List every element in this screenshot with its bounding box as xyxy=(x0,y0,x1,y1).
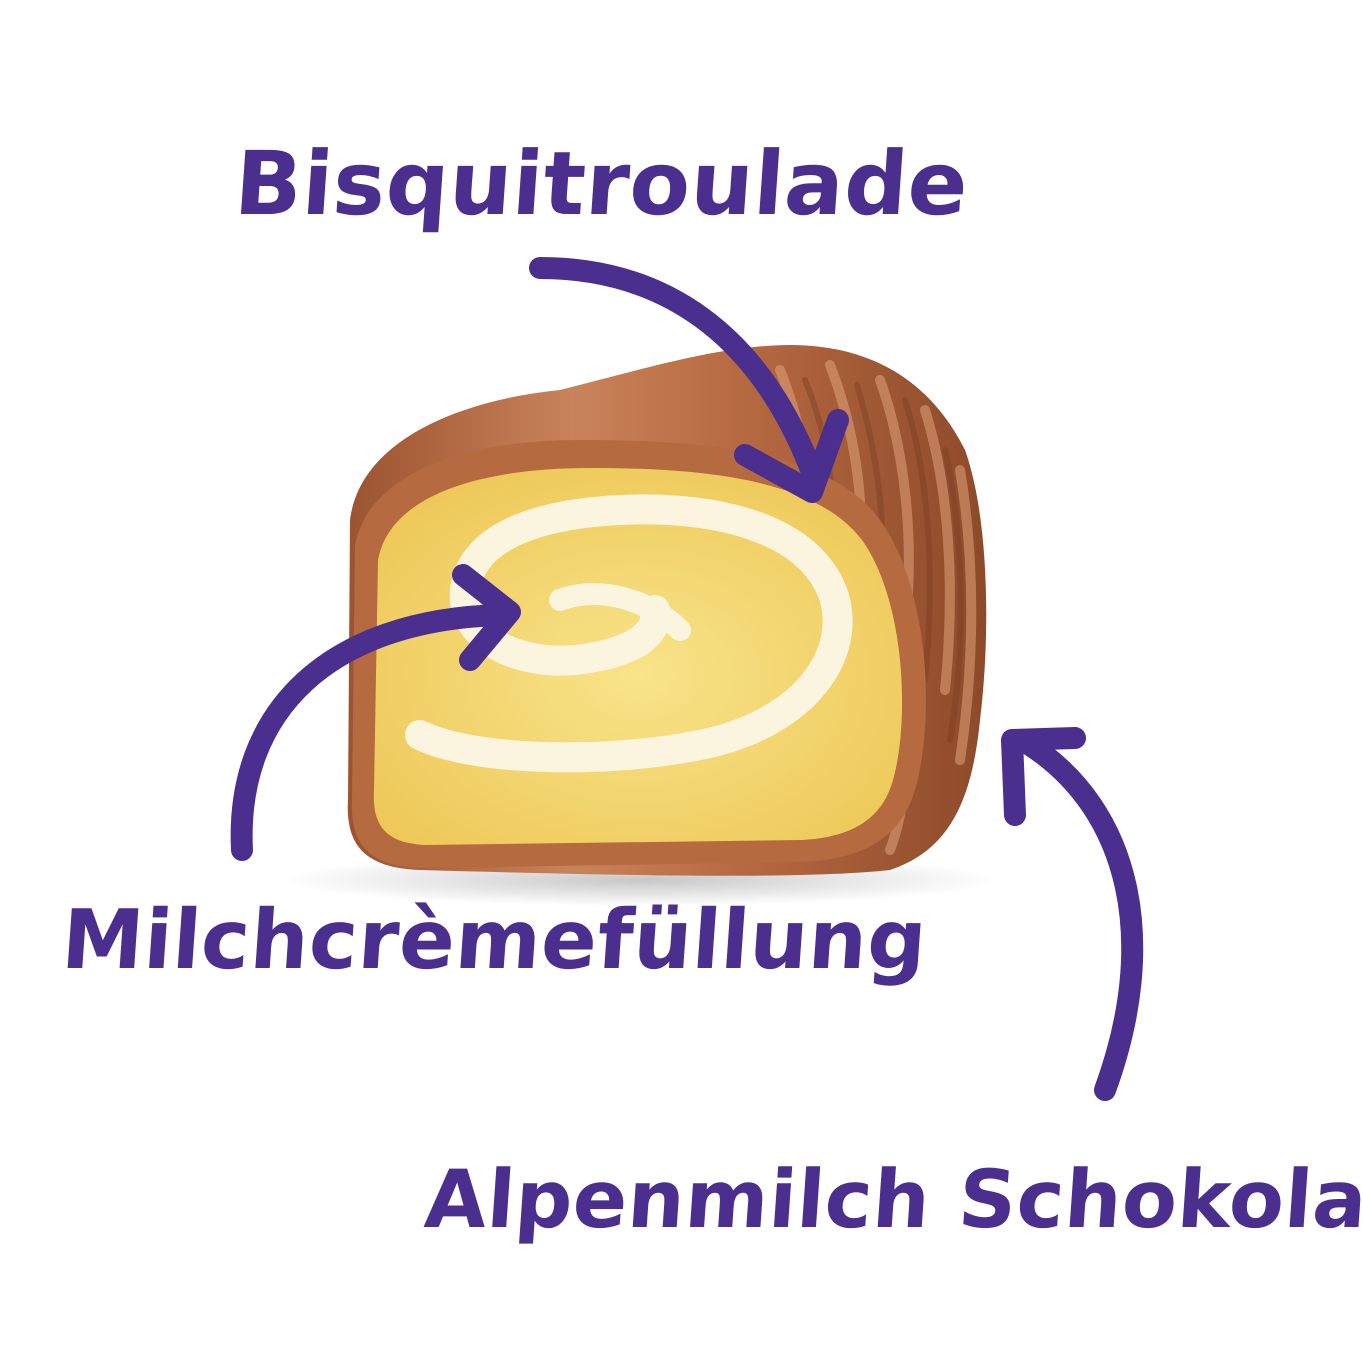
arrow-to-sponge xyxy=(529,257,826,491)
arrow-to-cream xyxy=(230,604,511,861)
arrow-to-chocolate xyxy=(1019,734,1144,1101)
label-cream: Milchcrèmefüllung xyxy=(58,893,931,988)
cream-center xyxy=(549,583,691,641)
arrow-to-cream-head xyxy=(452,564,521,671)
arrow-to-chocolate-head xyxy=(1001,727,1086,826)
label-chocolate: Alpenmilch Schokolade xyxy=(421,1153,1363,1246)
arrows xyxy=(230,257,1144,1101)
cream-spiral xyxy=(405,494,853,773)
label-sponge: Bisquitroulade xyxy=(231,132,972,235)
arrow-to-sponge-head xyxy=(734,409,849,503)
